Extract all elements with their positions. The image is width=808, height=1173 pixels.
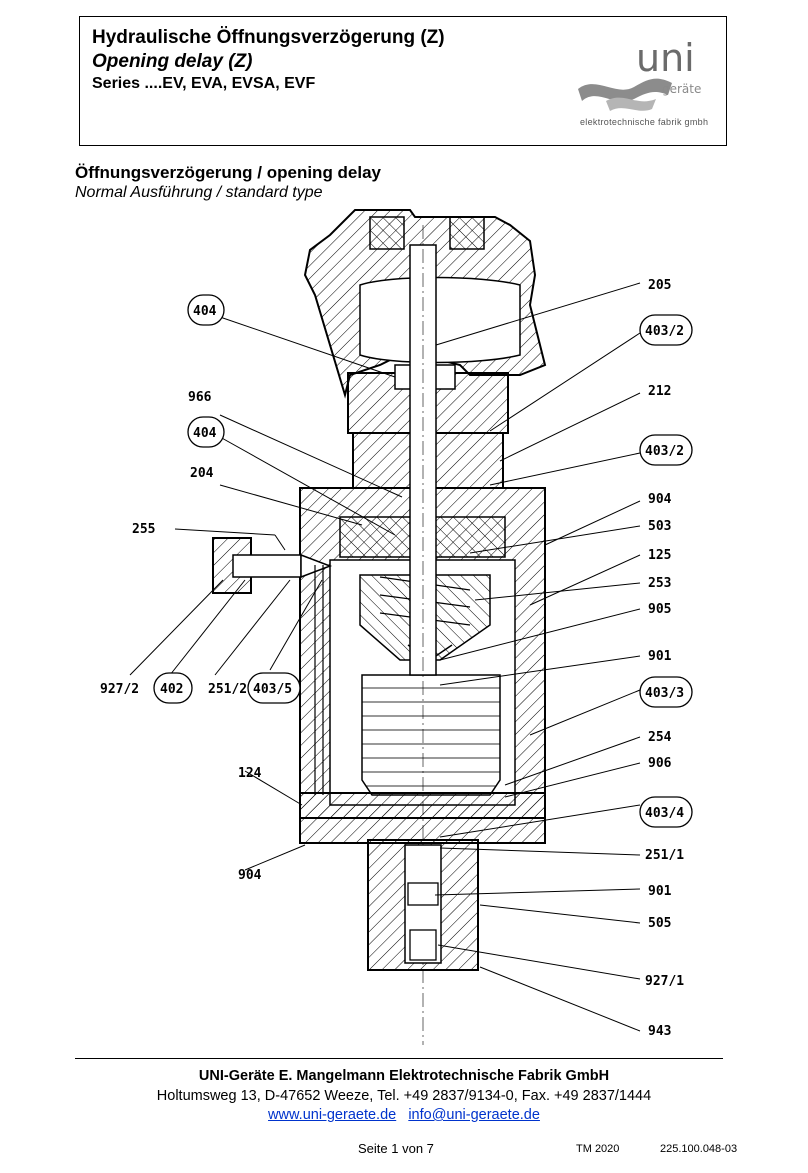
label-503: 503: [648, 519, 671, 534]
label-251-1: 251/1: [645, 848, 684, 863]
label-212: 212: [648, 384, 671, 399]
page-number: Seite 1 von 7: [358, 1141, 434, 1156]
label-255: 255: [132, 522, 155, 537]
label-205: 205: [648, 278, 671, 293]
tm-code: TM 2020: [576, 1143, 620, 1155]
label-403-4: 403/4: [645, 806, 684, 821]
label-403-2: 403/2: [645, 324, 684, 339]
logo-tagline: elektrotechnische fabrik gmbh: [580, 117, 709, 127]
series-line: Series ....EV, EVA, EVSA, EVF: [92, 75, 316, 92]
header-box: Hydraulische Öffnungsverzögerung (Z) Ope…: [79, 16, 727, 146]
label-402: 402: [160, 682, 183, 697]
label-251-2: 251/2: [208, 682, 247, 697]
email-link[interactable]: info@uni-geraete.de: [408, 1107, 540, 1123]
label-404: 404: [193, 426, 217, 441]
label-404: 404: [193, 304, 217, 319]
label-966: 966: [188, 390, 212, 405]
svg-text:geräte: geräte: [662, 82, 701, 96]
label-901: 901: [648, 884, 672, 899]
company-address: Holtumsweg 13, D-47652 Weeze, Tel. +49 2…: [156, 1088, 652, 1104]
title-german: Hydraulische Öffnungsverzögerung (Z): [92, 27, 445, 48]
label-905: 905: [648, 602, 671, 617]
label-904: 904: [648, 492, 672, 507]
label-254: 254: [648, 730, 672, 745]
footer-rule: [75, 1058, 723, 1059]
label-204: 204: [190, 466, 214, 481]
technical-drawing: 205 404 403/2 966 212 404 403/2 204 904 …: [100, 209, 693, 1045]
label-403-5: 403/5: [253, 682, 292, 697]
label-901: 901: [648, 649, 672, 664]
label-505: 505: [648, 916, 671, 931]
label-904: 904: [238, 868, 262, 883]
website-link[interactable]: www.uni-geraete.de: [268, 1107, 397, 1123]
uni-logo: uni geräte: [578, 36, 701, 111]
footer-links: www.uni-geraete.de info@uni-geraete.de: [0, 1107, 808, 1123]
label-906: 906: [648, 756, 672, 771]
label-253: 253: [648, 576, 671, 591]
label-125: 125: [648, 548, 671, 563]
section-title: Öffnungsverzögerung / opening delay: [75, 163, 382, 182]
label-943: 943: [648, 1024, 671, 1039]
piston: [361, 674, 501, 796]
label-927-1: 927/1: [645, 974, 684, 989]
title-english: Opening delay (Z): [92, 51, 253, 72]
svg-text:uni: uni: [636, 36, 695, 80]
label-927-2: 927/2: [100, 682, 139, 697]
label-403-2: 403/2: [645, 444, 684, 459]
document-number: 225.100.048-03: [660, 1143, 738, 1155]
label-403-3: 403/3: [645, 686, 684, 701]
label-124: 124: [238, 766, 262, 781]
section-subtitle: Normal Ausführung / standard type: [75, 184, 323, 201]
company-name: UNI-Geräte E. Mangelmann Elektrotechnisc…: [198, 1068, 610, 1084]
